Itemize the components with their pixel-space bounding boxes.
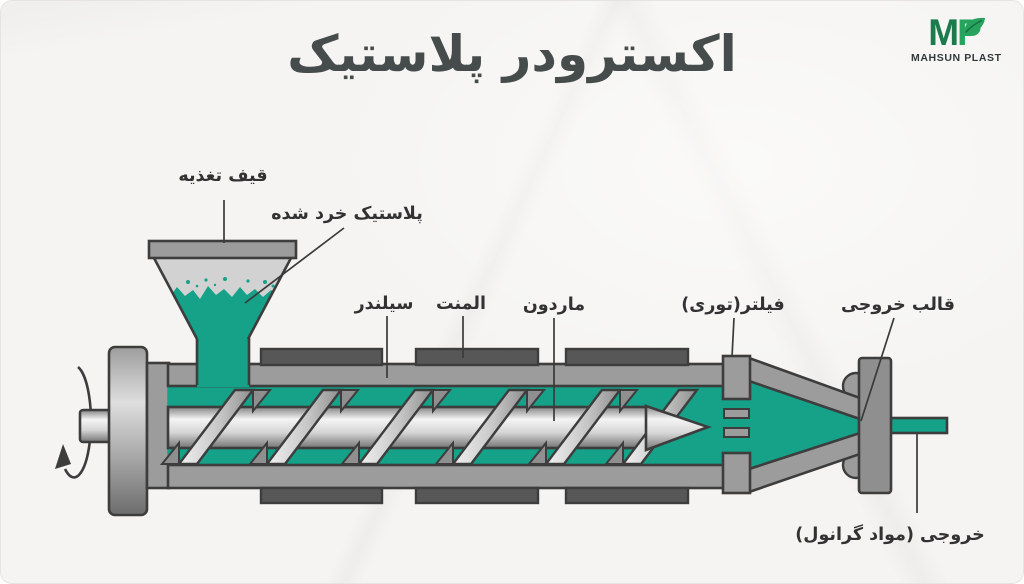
leader-die (860, 317, 895, 422)
logo-company-name: MAHSUN PLAST (911, 51, 1002, 64)
die-plate (857, 356, 893, 495)
screw-flight (176, 388, 256, 466)
screw-flight-crest (340, 389, 361, 414)
screw-flight-crest (252, 389, 273, 414)
leader-crushed-plastic (244, 227, 345, 304)
barrel-top-wall (166, 362, 726, 388)
drive-end (55, 345, 171, 517)
label-output: خروجی (مواد گرانول) (795, 525, 985, 545)
label-die: قالب خروجی (841, 295, 955, 315)
leader-filter (731, 317, 735, 358)
drive-shaft-stub (78, 408, 114, 444)
heater-block (564, 486, 690, 505)
label-cylinder: سیلندر (354, 294, 414, 314)
leader-lines (223, 200, 918, 513)
leaf-icon (961, 4, 987, 45)
label-screw: ماردون (522, 295, 586, 315)
screw-flight (450, 388, 530, 466)
logo-monogram: MP (928, 12, 985, 54)
screw-flight-root (433, 440, 454, 465)
screw-flight-crest (432, 389, 453, 414)
hopper-neck-outline (195, 337, 251, 385)
die-section (721, 354, 949, 495)
filter-block-bottom (721, 451, 752, 495)
screw-flight-root (603, 440, 624, 465)
screw (159, 388, 712, 466)
melt-channel (750, 381, 860, 469)
hopper-rim (147, 239, 298, 260)
heater-block (259, 486, 384, 505)
screw-flight-root (247, 440, 268, 465)
logo-letter-m: M (928, 12, 959, 53)
screw-flight-crest (526, 389, 547, 414)
screw-flight-crest (619, 389, 640, 414)
heater-block (259, 347, 384, 367)
hopper-funnel-outline (152, 257, 293, 340)
heater-block (414, 347, 540, 367)
label-crushed-plastic: پلاستیک خرد شده (271, 204, 423, 224)
heater-block (414, 486, 540, 505)
end-plate (107, 345, 149, 517)
mounting-collar (145, 361, 171, 490)
brand-logo: MP MAHSUN PLAST (911, 12, 1002, 64)
label-filter: فیلتر(توری) (681, 295, 785, 315)
screw-tip (644, 404, 712, 452)
barrel-bottom-wall (166, 463, 726, 490)
screw-flight-root (159, 440, 180, 465)
label-element: المنت (436, 294, 486, 314)
filter-block-top (721, 354, 752, 401)
label-hopper: قیف تغذیه (178, 166, 268, 186)
hopper-neck (197, 331, 249, 387)
heater-block (564, 347, 690, 367)
filter-slot (723, 408, 750, 419)
screw-flight-root (526, 440, 547, 465)
screw-flight (356, 388, 436, 466)
page-title: اکسترودر پلاستیک (287, 25, 737, 83)
hopper (147, 239, 298, 387)
screw-flight (543, 388, 623, 466)
filter-slot (723, 427, 750, 438)
output-strand (885, 416, 949, 435)
screw-flight-root (339, 440, 360, 465)
screw-flight (264, 388, 344, 466)
